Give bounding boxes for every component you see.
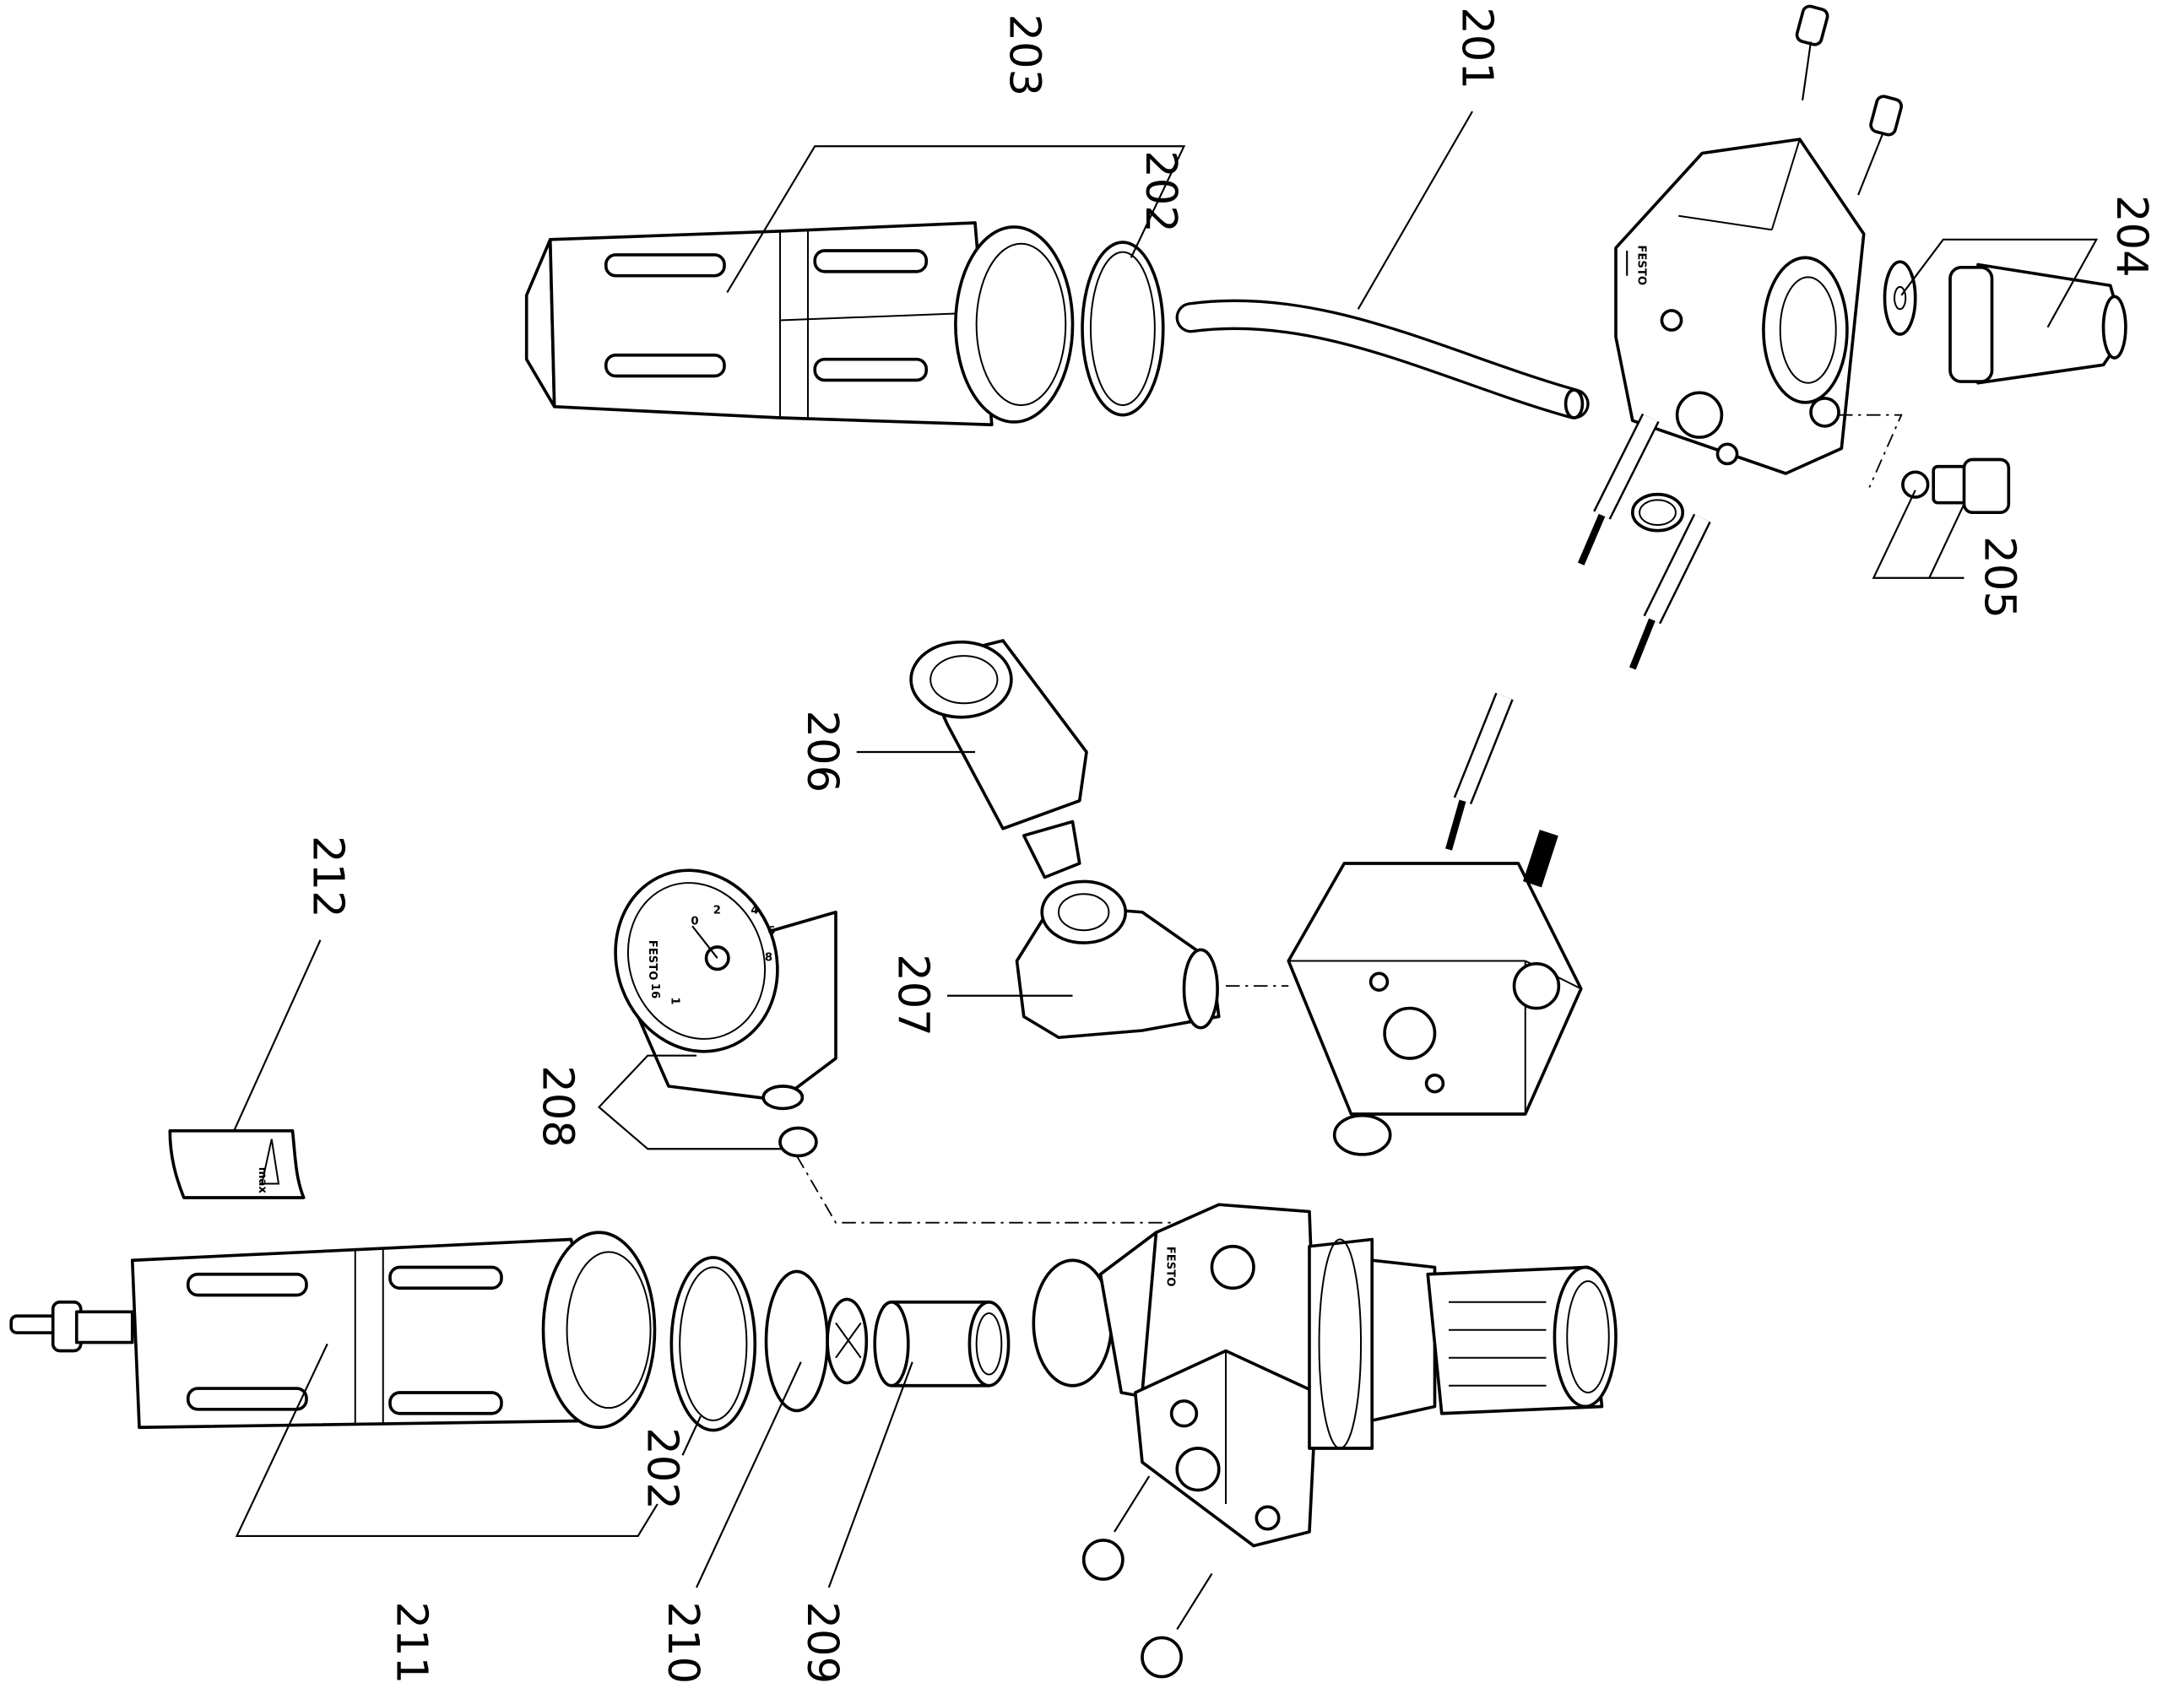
- callout-209: 209: [797, 1602, 847, 1685]
- brand-mark: FESTO: [1164, 1247, 1177, 1287]
- callout-201: 201: [1452, 7, 1502, 89]
- cap-screw: [1141, 1572, 1213, 1679]
- part-202-o-ring-bottom: [669, 1256, 757, 1432]
- callout-202-top: 202: [1135, 150, 1185, 233]
- gauge-scale-0: 0: [691, 916, 698, 928]
- regulator-body: FESTO: [1032, 1203, 1618, 1548]
- part-205-drain-plug: [1901, 457, 2011, 515]
- brand-mark: FESTO: [1634, 245, 1647, 285]
- cap-screw: [1857, 95, 1903, 196]
- part-203-filter-bowl: [524, 221, 1075, 427]
- part-209-filter-cartridge: [873, 1300, 1011, 1388]
- callout-211: 211: [386, 1602, 436, 1685]
- gauge-scale-8: 8: [765, 952, 772, 965]
- part-210-baffle-disc: [764, 1269, 869, 1413]
- callout-205: 205: [1974, 536, 2024, 619]
- callout-202-bottom: 202: [637, 1427, 686, 1510]
- gauge-scale-16: 16: [648, 983, 661, 998]
- leader-lines: [233, 111, 2099, 1588]
- guide-pin: [1577, 413, 1660, 565]
- brand-mark: FESTO: [646, 940, 658, 981]
- small-o-ring: [1630, 492, 1685, 533]
- callout-212: 212: [302, 836, 352, 918]
- callout-203: 203: [999, 14, 1049, 97]
- gauge-scale-4: 4: [751, 904, 758, 917]
- callout-208: 208: [533, 1065, 583, 1148]
- part-208-pressure-gauge: 0 2 4 6 8 16 1 FESTO: [614, 868, 837, 1158]
- part-202-o-ring-top: [1081, 241, 1165, 417]
- gauge-scale-6: 6: [767, 925, 775, 938]
- callout-204: 204: [2106, 195, 2156, 278]
- callout-210: 210: [658, 1602, 707, 1685]
- gauge-scale-2: 2: [713, 904, 721, 917]
- sticker-text: max: [256, 1167, 268, 1194]
- part-201-tube: [1175, 299, 1590, 419]
- part-212-max-label: max: [168, 1128, 306, 1199]
- part-206-quick-coupling: [909, 639, 1088, 879]
- guide-pin: [1629, 513, 1711, 670]
- gauge-scale-1: 1: [668, 997, 680, 1004]
- part-207-elbow-fitting: [1015, 879, 1221, 1040]
- callout-207: 207: [887, 954, 937, 1036]
- part-211-filter-bowl: [9, 1231, 657, 1430]
- cap-screw: [1081, 1475, 1151, 1581]
- callout-206: 206: [797, 711, 847, 793]
- part-204-silencer-fitting: [1883, 260, 2127, 385]
- filter-housing-block: FESTO: [1614, 138, 1866, 475]
- cap-screw: [1795, 4, 1829, 100]
- mounting-block: [1287, 692, 1583, 1156]
